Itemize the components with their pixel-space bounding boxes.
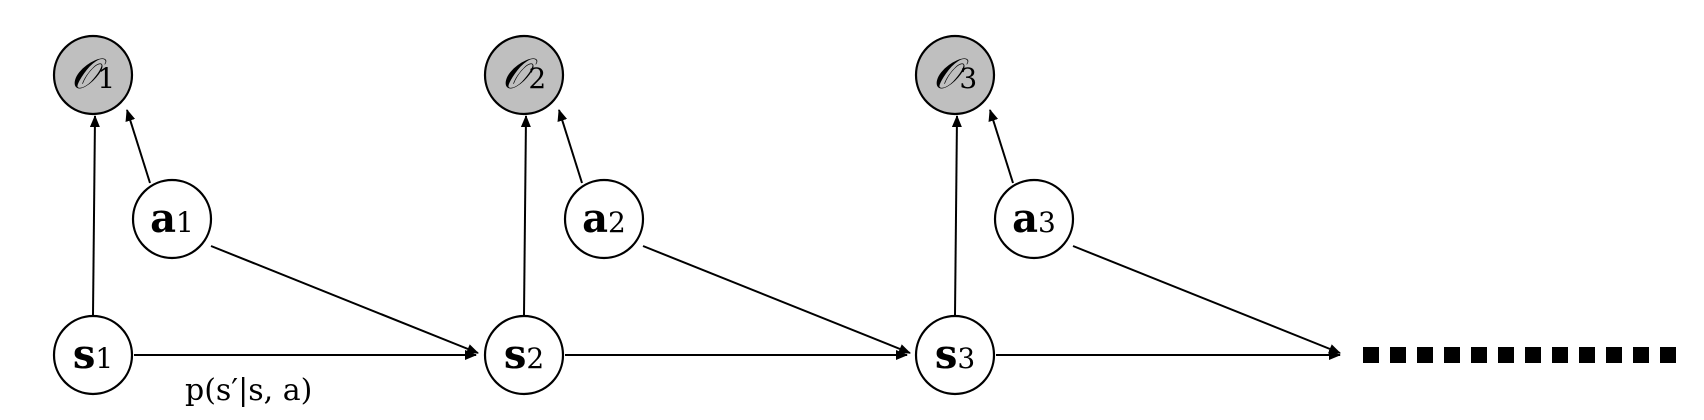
svg-text:s1: s1 <box>73 331 113 378</box>
node-subscript: 3 <box>959 62 977 95</box>
node-a3: a3 <box>993 178 1075 260</box>
node-subscript: 2 <box>526 342 544 375</box>
node-subscript: 2 <box>608 206 626 239</box>
node-s3: s3 <box>914 314 996 396</box>
node-subscript: 1 <box>176 206 194 239</box>
svg-text:s3: s3 <box>935 331 975 378</box>
ellipsis-dot <box>1552 347 1568 363</box>
ellipsis-dot <box>1633 347 1649 363</box>
ellipsis-dot <box>1660 347 1676 363</box>
svg-text:a1: a1 <box>150 195 194 242</box>
node-o1: 𝒪1 <box>52 34 134 116</box>
svg-text:s2: s2 <box>504 331 544 378</box>
edge-a1-to-o1 <box>125 109 151 184</box>
edge-a3-to-continuation <box>1072 245 1341 354</box>
node-symbol: a <box>1012 195 1038 242</box>
node-subscript: 3 <box>1038 206 1056 239</box>
node-subscript: 1 <box>95 342 113 375</box>
continuation-ellipsis <box>1363 347 1676 363</box>
node-symbol: s <box>504 331 527 378</box>
edge-s1-to-o1 <box>89 115 100 316</box>
node-symbol: a <box>150 195 176 242</box>
ellipsis-dot <box>1579 347 1595 363</box>
ellipsis-dot <box>1525 347 1541 363</box>
svg-text:a2: a2 <box>582 195 626 242</box>
node-symbol: s <box>935 331 958 378</box>
ellipsis-dot <box>1390 347 1406 363</box>
node-o3: 𝒪3 <box>914 34 996 116</box>
ellipsis-dot <box>1363 347 1379 363</box>
node-subscript: 2 <box>528 62 546 95</box>
ellipsis-dot <box>1444 347 1460 363</box>
svg-text:a3: a3 <box>1012 195 1056 242</box>
node-s1: s1 <box>52 314 134 396</box>
ellipsis-dot <box>1471 347 1487 363</box>
node-subscript: 3 <box>957 342 975 375</box>
ellipsis-dot <box>1498 347 1514 363</box>
node-s2: s2 <box>483 314 565 396</box>
edge-a3-to-o3 <box>988 109 1014 184</box>
edge-a2-to-s3 <box>642 245 911 354</box>
node-a2: a2 <box>563 178 645 260</box>
svg-text:𝒪1: 𝒪1 <box>71 49 115 98</box>
edge-a1-to-s2 <box>210 245 479 354</box>
edges <box>89 109 1341 360</box>
ellipsis-dot <box>1417 347 1433 363</box>
edge-s3-to-o3 <box>951 115 962 316</box>
node-symbol: a <box>582 195 608 242</box>
node-a1: a1 <box>131 178 213 260</box>
node-symbol: s <box>73 331 96 378</box>
node-o2: 𝒪2 <box>483 34 565 116</box>
ellipsis-dot <box>1606 347 1622 363</box>
node-subscript: 1 <box>97 62 115 95</box>
transition-probability-label: p(s′|s, a) <box>185 373 312 408</box>
edge-a2-to-o2 <box>557 109 583 184</box>
edge-s2-to-o2 <box>520 115 531 316</box>
